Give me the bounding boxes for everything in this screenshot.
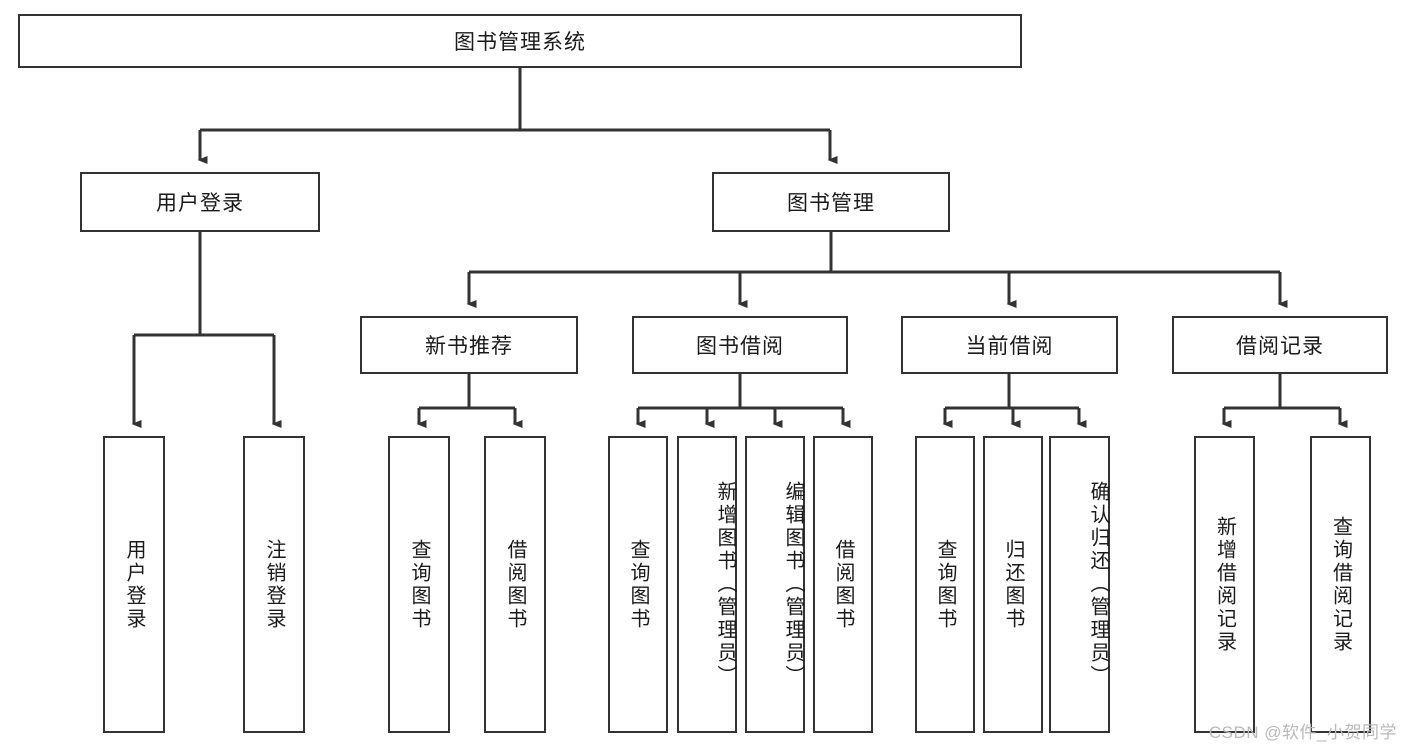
node-root-system[interactable]: 图书管理系统 bbox=[18, 14, 1022, 68]
leaf-borrow-book-recommend[interactable]: 借阅图书 bbox=[484, 436, 546, 733]
leaf-query-book-current[interactable]: 查询图书 bbox=[915, 436, 975, 733]
node-label: 确认归还（管理员） bbox=[1087, 481, 1109, 688]
node-label: 当前借阅 bbox=[965, 335, 1054, 358]
leaf-user-login[interactable]: 用户登录 bbox=[103, 436, 165, 733]
leaf-return-book[interactable]: 归还图书 bbox=[983, 436, 1043, 733]
node-book-management[interactable]: 图书管理 bbox=[712, 172, 950, 232]
leaf-borrow-book[interactable]: 借阅图书 bbox=[813, 436, 873, 733]
leaf-query-book-borrow[interactable]: 查询图书 bbox=[608, 436, 668, 733]
node-borrow-records[interactable]: 借阅记录 bbox=[1172, 316, 1388, 374]
node-label: 借阅图书 bbox=[832, 538, 854, 631]
node-current-borrow[interactable]: 当前借阅 bbox=[901, 316, 1118, 374]
leaf-query-book-recommend[interactable]: 查询图书 bbox=[388, 436, 450, 733]
node-label: 图书管理系统 bbox=[454, 31, 586, 54]
node-label: 借阅记录 bbox=[1236, 335, 1324, 358]
node-label: 借阅图书 bbox=[504, 538, 526, 631]
leaf-confirm-return-admin[interactable]: 确认归还（管理员） bbox=[1049, 436, 1110, 733]
node-label: 新书推荐 bbox=[425, 335, 513, 358]
leaf-user-logout[interactable]: 注销登录 bbox=[243, 436, 305, 733]
leaf-query-borrow-record[interactable]: 查询借阅记录 bbox=[1310, 436, 1371, 733]
node-label: 用户登录 bbox=[123, 538, 145, 631]
node-book-borrow[interactable]: 图书借阅 bbox=[632, 316, 848, 374]
leaf-edit-book-admin[interactable]: 编辑图书（管理员） bbox=[745, 436, 805, 733]
node-label: 新增借阅记录 bbox=[1213, 515, 1236, 654]
node-label: 注销登录 bbox=[263, 538, 285, 631]
node-label: 图书管理 bbox=[787, 192, 875, 215]
node-label: 编辑图书（管理员） bbox=[782, 481, 804, 688]
leaf-add-book-admin[interactable]: 新增图书（管理员） bbox=[677, 436, 737, 733]
node-label: 查询图书 bbox=[408, 538, 430, 631]
node-label: 图书借阅 bbox=[696, 335, 784, 358]
node-label: 新增图书（管理员） bbox=[714, 481, 736, 688]
node-label: 查询图书 bbox=[627, 538, 649, 631]
node-new-book-recommend[interactable]: 新书推荐 bbox=[360, 316, 578, 374]
leaf-add-borrow-record[interactable]: 新增借阅记录 bbox=[1194, 436, 1255, 733]
node-label: 归还图书 bbox=[1002, 538, 1024, 631]
node-user-login[interactable]: 用户登录 bbox=[80, 172, 320, 232]
node-label: 用户登录 bbox=[156, 192, 244, 215]
node-label: 查询图书 bbox=[934, 538, 956, 631]
node-label: 查询借阅记录 bbox=[1329, 515, 1352, 654]
